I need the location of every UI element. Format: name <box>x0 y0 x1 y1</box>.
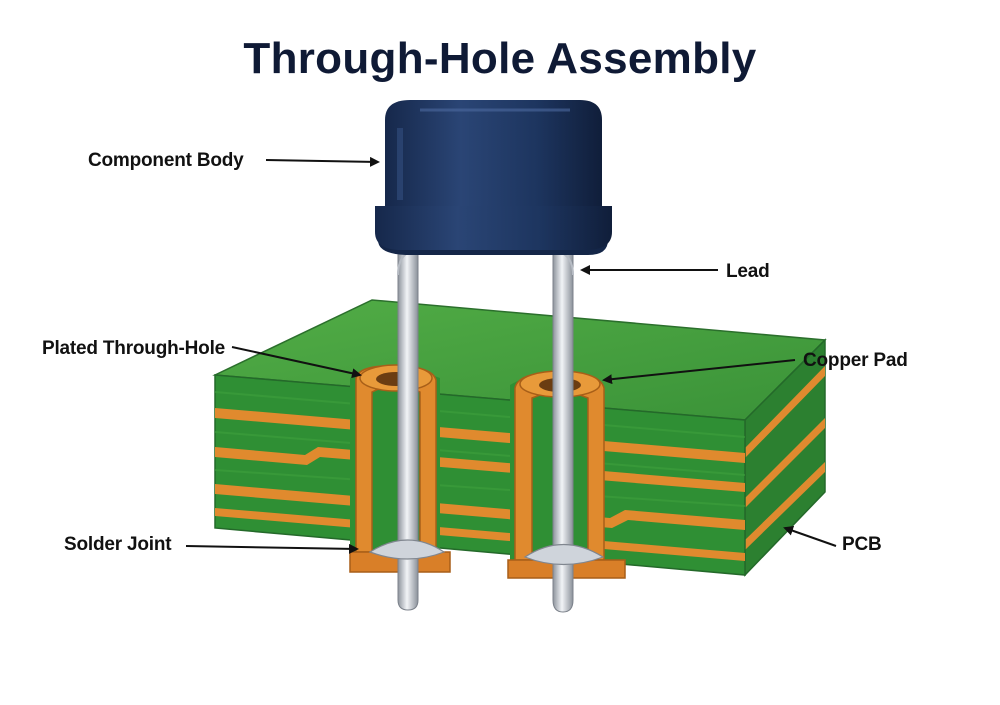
arrow-copper-pad <box>602 359 796 385</box>
arrow-plated-through-hole <box>231 346 362 379</box>
label-solder-joint: Solder Joint <box>64 534 172 555</box>
lead-right <box>523 249 605 613</box>
pcb-side-face <box>744 338 826 577</box>
label-copper-pad: Copper Pad <box>803 350 908 371</box>
label-lead: Lead <box>726 261 770 282</box>
component-body <box>375 100 612 255</box>
label-pcb: PCB <box>842 534 882 555</box>
pcb-front-face <box>214 374 746 576</box>
label-plated-through-hole: Plated Through-Hole <box>42 338 226 359</box>
arrow-component-body <box>265 156 380 167</box>
leader-arrows <box>185 156 837 554</box>
lead-left <box>368 249 446 611</box>
arrow-pcb <box>783 525 837 547</box>
arrow-solder-joint <box>185 543 359 554</box>
label-component-body: Component Body <box>88 150 244 171</box>
diagram-title: Through-Hole Assembly <box>243 34 757 83</box>
